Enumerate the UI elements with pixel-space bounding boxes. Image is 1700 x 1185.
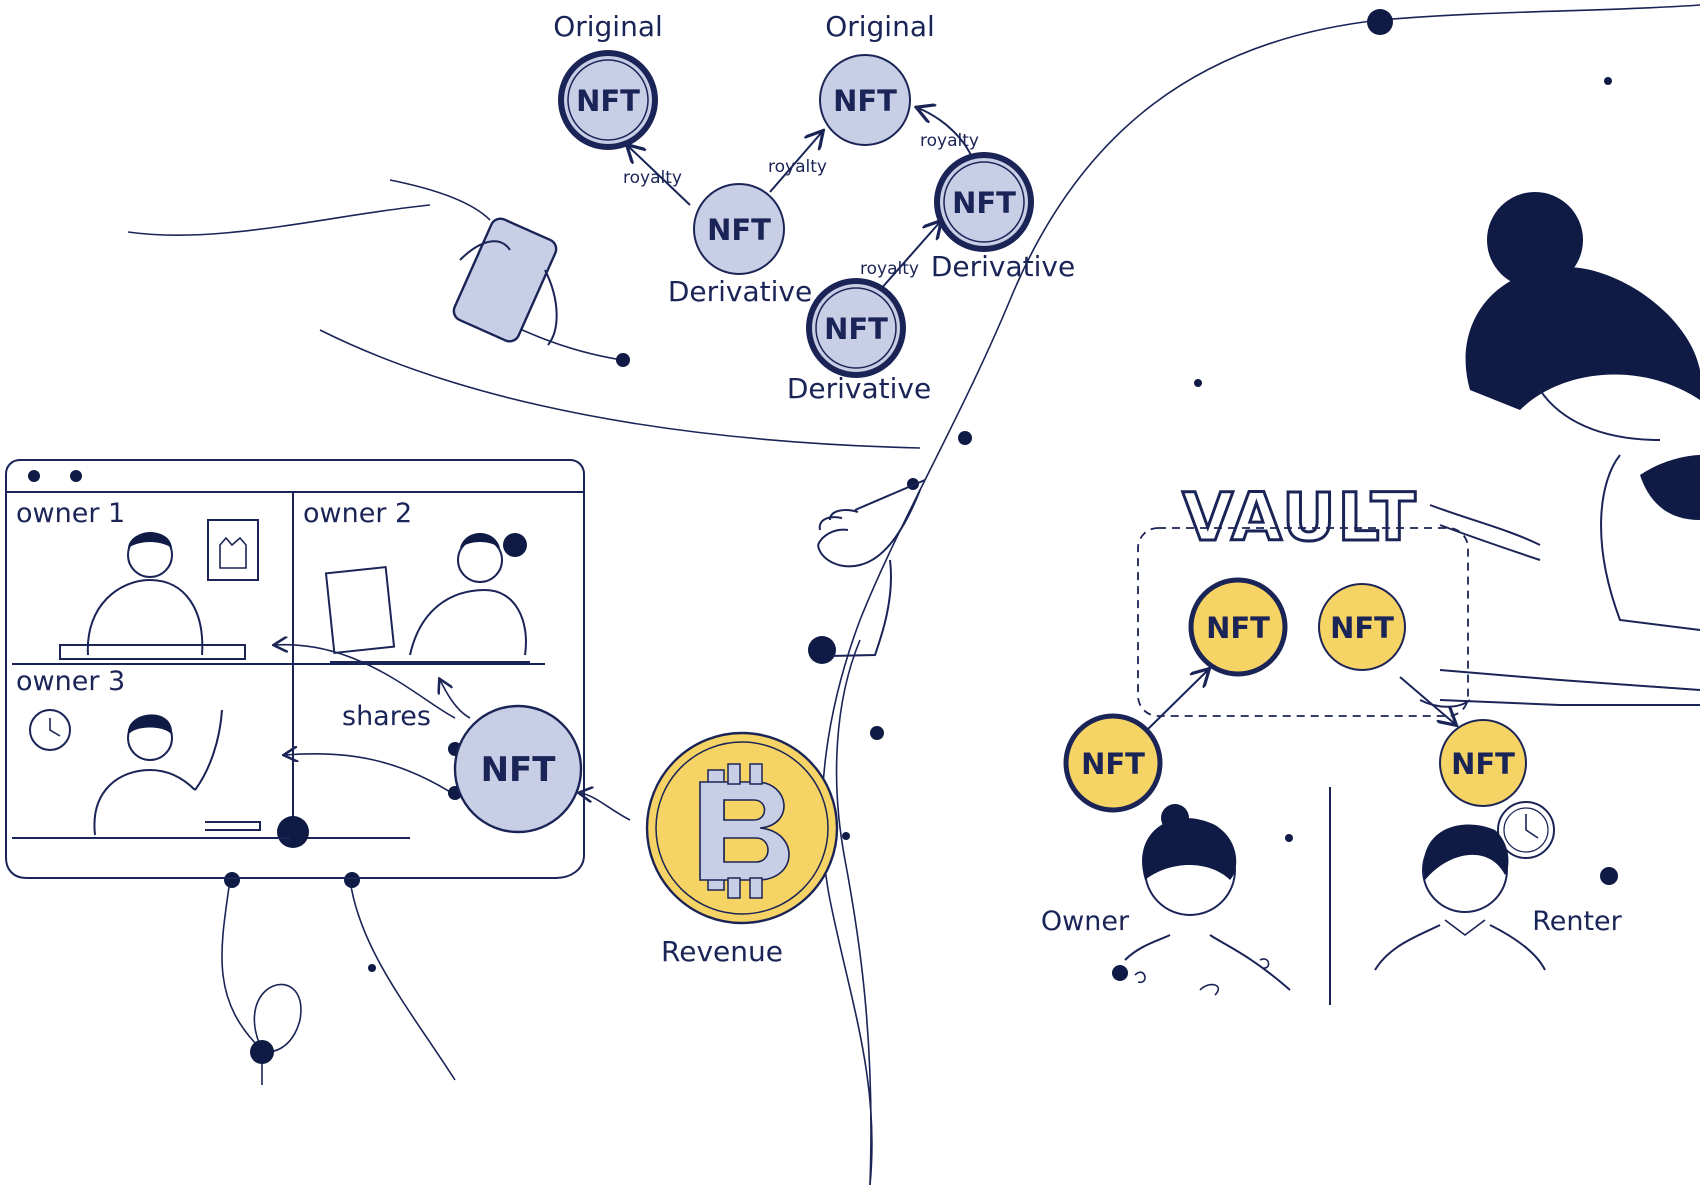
derivative-label: Derivative (931, 250, 1075, 283)
node-dot (277, 816, 309, 848)
nft-owner: NFT (1063, 713, 1163, 813)
renter-person (1374, 824, 1546, 971)
vault-title: VAULT (1182, 479, 1417, 556)
nft-label: NFT (952, 186, 1016, 220)
owner-3-label: owner 3 (16, 666, 125, 697)
rent-arrow (1399, 676, 1455, 724)
dot (842, 832, 850, 840)
nft-label: NFT (1206, 611, 1270, 645)
dot (368, 964, 376, 972)
royalty-graph: royalty royalty royalty royalty NFT NFT … (553, 10, 1075, 405)
vault-rental: VAULT NFT NFT NFT NFT (1041, 192, 1700, 1005)
nft-label: NFT (707, 213, 771, 247)
share-connectors: shares (275, 645, 631, 821)
shares-label: shares (342, 701, 431, 732)
picture-frame-icon (207, 519, 259, 581)
dot (870, 726, 884, 740)
nft-derivative-bottom: NFT (806, 278, 906, 378)
royalty-label: royalty (920, 131, 979, 151)
dot (344, 872, 360, 888)
dot (224, 872, 240, 888)
dot (1285, 834, 1293, 842)
dot (1367, 9, 1393, 35)
dot (1112, 965, 1128, 981)
royalty-label: royalty (623, 168, 682, 188)
decorative-curves (127, 4, 1700, 1185)
nft-vault-right: NFT (1318, 583, 1406, 671)
nft-label: NFT (481, 750, 557, 790)
dot (808, 636, 836, 664)
owner-person (1124, 804, 1291, 996)
dot (1600, 867, 1618, 885)
video-call-window: owner 1 owner 2 owner 3 (5, 459, 585, 879)
royalty-label: royalty (860, 259, 919, 279)
clock-icon (1497, 801, 1555, 859)
original-label: Original (553, 10, 663, 43)
owner-1-figure (59, 519, 259, 660)
document-icon (324, 565, 396, 655)
dot (958, 431, 972, 445)
nft-label: NFT (1330, 611, 1394, 645)
nft-original-right: NFT (819, 54, 911, 146)
nft-renter: NFT (1439, 719, 1527, 807)
renter-label: Renter (1532, 906, 1622, 937)
nft-label: NFT (576, 84, 640, 118)
dot (616, 353, 630, 367)
nft-label: NFT (1451, 747, 1515, 781)
royalty-arrow (628, 146, 691, 206)
nft-fractional: NFT (453, 704, 583, 834)
nft-original-left: NFT (558, 50, 658, 150)
hand-phone-illustration (452, 217, 558, 346)
derivative-label: Derivative (668, 275, 812, 308)
owner-label: Owner (1041, 906, 1130, 937)
royalty-label: royalty (768, 157, 827, 177)
hand-reaching-illustration (817, 479, 926, 657)
vault-box (1137, 527, 1469, 717)
royalty-arrow (879, 222, 940, 291)
decorative-dots (224, 9, 1618, 1064)
nft-vault-left: NFT (1188, 577, 1288, 677)
deposit-arrow (1145, 670, 1208, 732)
window-dot-icon (70, 470, 82, 482)
phone-icon (452, 217, 558, 343)
clock-icon (29, 709, 71, 751)
woman-illustration (1419, 192, 1700, 708)
nft-label: NFT (833, 84, 897, 118)
original-label: Original (825, 10, 935, 43)
bitcoin-coin: Revenue (645, 731, 839, 968)
owner-1-label: owner 1 (16, 498, 125, 529)
royalty-arrow (769, 132, 822, 193)
dot (1604, 77, 1612, 85)
nft-derivative-center: NFT (693, 183, 785, 275)
nft-label: NFT (824, 312, 888, 346)
derivative-label: Derivative (787, 372, 931, 405)
nft-label: NFT (1081, 747, 1145, 781)
owner-2-figure (324, 533, 530, 663)
revenue-label: Revenue (661, 935, 783, 968)
owner-2-label: owner 2 (303, 498, 412, 529)
window-dot-icon (28, 470, 40, 482)
owner-3-figure (29, 709, 290, 839)
dot (1194, 379, 1202, 387)
bitcoin-icon (699, 763, 790, 899)
nft-derivative-right: NFT (934, 152, 1034, 252)
dot (250, 1040, 274, 1064)
